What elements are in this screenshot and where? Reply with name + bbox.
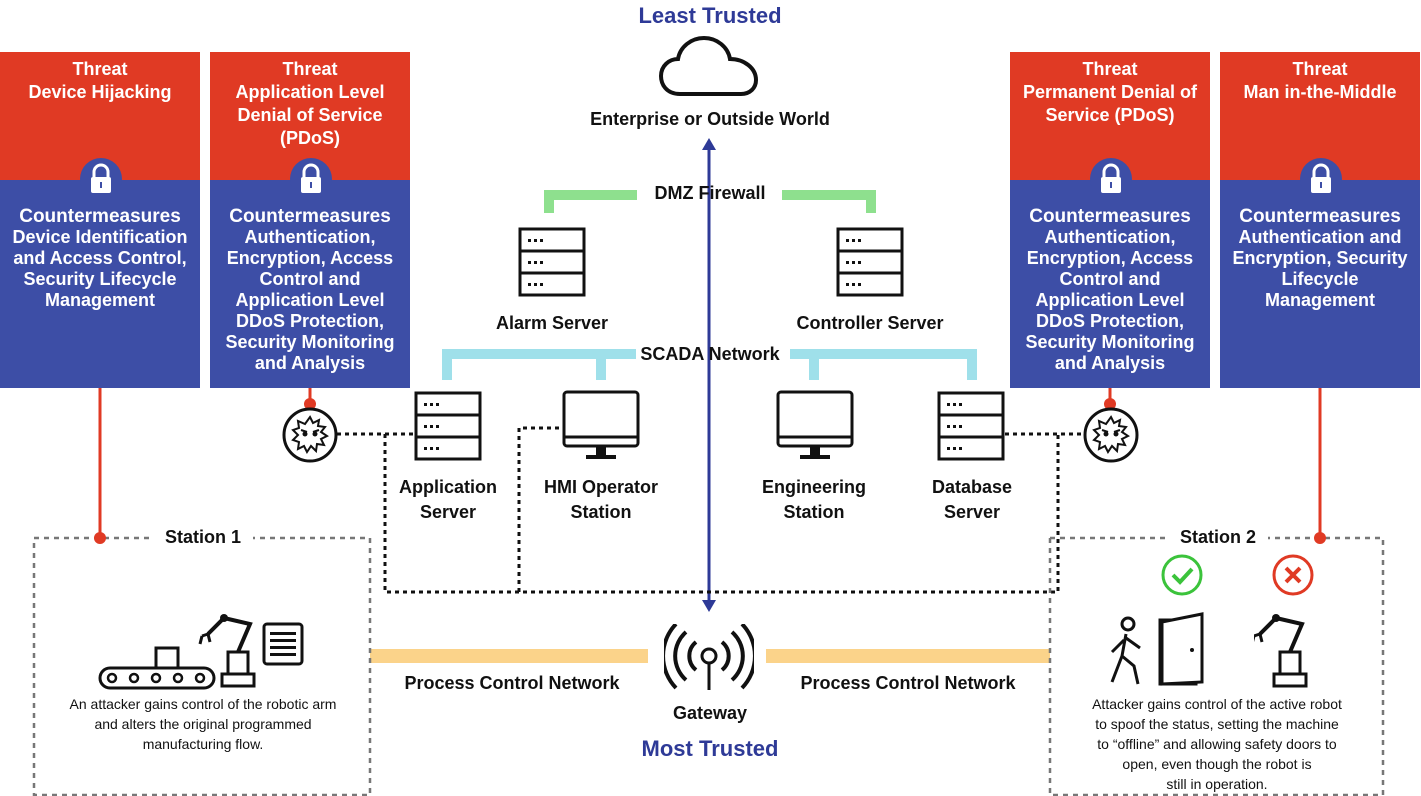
walking-person-icon [1110, 616, 1141, 685]
pcn-left-label: Process Control Network [404, 673, 620, 693]
lock-icon [1300, 158, 1342, 200]
check-icon [1161, 554, 1203, 596]
lock-icon [80, 158, 122, 200]
alarm-server-icon [518, 227, 586, 297]
countermeasure-box: Countermeasures Authentication and Encry… [1220, 180, 1420, 388]
countermeasure-title: Countermeasures [1239, 206, 1401, 227]
threat-card-device-hijacking: Threat Device Hijacking Countermeasures … [0, 52, 200, 388]
database-server-icon [937, 391, 1005, 461]
threat-text: Device Hijacking [28, 82, 172, 102]
threat-card-app-dos: Threat Application Level Denial of Servi… [210, 52, 410, 388]
scada-bar-left [442, 349, 636, 380]
engineering-monitor-icon [776, 390, 854, 459]
threat-text: Man in-the-Middle [1243, 82, 1397, 102]
countermeasure-text: Authentication, Encryption, Access Contr… [1025, 227, 1195, 373]
dmz-firewall-label: DMZ Firewall [654, 183, 766, 203]
countermeasure-title: Countermeasures [1029, 206, 1191, 227]
countermeasure-text: Device Identification and Access Control… [12, 227, 188, 310]
station-1-title: Station 1 [153, 527, 254, 548]
application-server-icon [414, 391, 482, 461]
dmz-bar-right [782, 190, 876, 213]
threat-text: Permanent Denial of Service (PDoS) [1022, 82, 1198, 125]
countermeasure-box: Countermeasures Authentication, Encrypti… [1010, 180, 1210, 388]
hmi-monitor-icon [562, 390, 640, 459]
application-server-label: Application Server [399, 477, 497, 522]
threat-card-pdos: Threat Permanent Denial of Service (PDoS… [1010, 52, 1210, 388]
scada-network-label: SCADA Network [640, 344, 780, 364]
least-trusted-label: Least Trusted [638, 3, 782, 28]
countermeasure-box: Countermeasures Device Identification an… [0, 180, 200, 388]
pcn-right-label: Process Control Network [800, 673, 1016, 693]
controller-server-label: Controller Server [796, 313, 944, 333]
lock-icon [1090, 158, 1132, 200]
gateway-label: Gateway [672, 703, 748, 723]
station-2-description: Attacker gains control of the active rob… [1092, 696, 1342, 792]
threat-title: Threat [1292, 59, 1348, 79]
robot-arm-icon [1254, 614, 1308, 688]
station-1-description: An attacker gains control of the robotic… [69, 696, 337, 752]
gateway-wireless-icon [664, 624, 754, 690]
alarm-server-label: Alarm Server [495, 313, 609, 333]
threat-title: Threat [282, 59, 338, 79]
threat-title: Threat [72, 59, 128, 79]
threat-title: Threat [1082, 59, 1138, 79]
engineering-station-label: Engineering Station [761, 477, 866, 522]
scada-bar-right [790, 349, 977, 380]
threat-card-mitm: Threat Man in-the-Middle Countermeasures… [1220, 52, 1420, 388]
most-trusted-label: Most Trusted [641, 736, 779, 761]
countermeasure-box: Countermeasures Authentication, Encrypti… [210, 180, 410, 388]
threat-text: Application Level Denial of Service (PDo… [235, 82, 385, 148]
cloud-icon [658, 35, 759, 96]
virus-icon [282, 407, 338, 463]
countermeasure-title: Countermeasures [19, 206, 181, 227]
document-icon [262, 622, 304, 666]
hmi-station-label: HMI Operator Station [543, 477, 658, 522]
dmz-bar-left [544, 190, 637, 213]
countermeasure-text: Authentication, Encryption, Access Contr… [225, 227, 395, 373]
countermeasure-text: Authentication and Encryption, Security … [1232, 227, 1408, 310]
enterprise-label: Enterprise or Outside World [590, 109, 830, 129]
arrow-down-head [702, 600, 716, 612]
countermeasure-title: Countermeasures [229, 206, 391, 227]
open-door-icon [1158, 612, 1204, 686]
cross-icon [1272, 554, 1314, 596]
controller-server-icon [836, 227, 904, 297]
database-server-label: Database Server [931, 477, 1013, 522]
robotic-arm-conveyor-icon [98, 614, 256, 690]
virus-icon [1083, 407, 1139, 463]
lock-icon [290, 158, 332, 200]
station-2-title: Station 2 [1168, 527, 1269, 548]
arrow-up-head [702, 138, 716, 150]
